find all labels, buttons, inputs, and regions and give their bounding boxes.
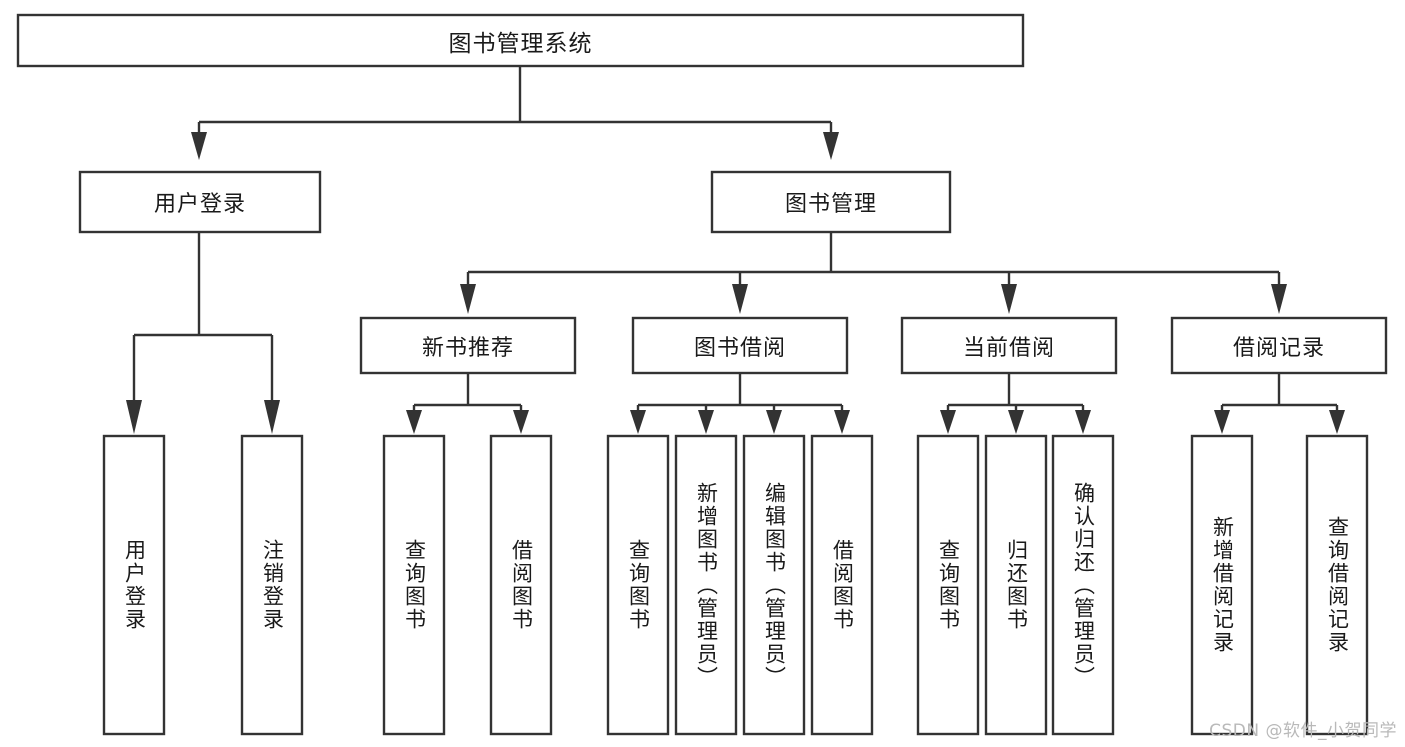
- node-box-root[interactable]: [16, 13, 1025, 68]
- arrow-head-leaf-add-record: [1214, 410, 1230, 434]
- arrow-head-leaf-query-book-3: [940, 410, 956, 434]
- arrow-head-borrow-record: [1271, 284, 1287, 314]
- edge-borrow-record-to-leaves: [1214, 373, 1345, 434]
- node-box-leaf-edit-book[interactable]: [742, 434, 806, 736]
- arrow-head-leaf-borrow-book-2: [834, 410, 850, 434]
- edge-current-borrow-to-leaves: [940, 373, 1091, 434]
- node-box-leaf-logout[interactable]: [240, 434, 304, 736]
- node-box-current-borrow[interactable]: [900, 316, 1118, 375]
- arrow-head-leaf-confirm-return: [1075, 410, 1091, 434]
- node-box-leaf-add-record[interactable]: [1190, 434, 1254, 736]
- node-box-leaf-return-book[interactable]: [984, 434, 1048, 736]
- node-box-leaf-query-book-2[interactable]: [606, 434, 670, 736]
- node-box-leaf-borrow-book-2[interactable]: [810, 434, 874, 736]
- arrow-head-leaf-add-book: [698, 410, 714, 434]
- node-box-leaf-query-book-3[interactable]: [916, 434, 980, 736]
- edge-user-login-to-leaves: [126, 232, 280, 434]
- arrow-head-leaf-return-book: [1008, 410, 1024, 434]
- edge-root-to-level2: [191, 66, 839, 160]
- node-box-leaf-confirm-return[interactable]: [1051, 434, 1115, 736]
- arrow-head-book-borrow: [732, 284, 748, 314]
- edge-new-book-rec-to-leaves: [406, 373, 529, 434]
- arrow-head-user-login: [191, 132, 207, 160]
- node-box-leaf-query-record[interactable]: [1305, 434, 1369, 736]
- node-box-leaf-query-book-1[interactable]: [382, 434, 446, 736]
- node-box-leaf-borrow-book-1[interactable]: [489, 434, 553, 736]
- node-box-user-login[interactable]: [78, 170, 322, 234]
- arrow-head-leaf-logout: [264, 400, 280, 434]
- arrow-head-leaf-borrow-book-1: [513, 410, 529, 434]
- node-box-leaf-user-login[interactable]: [102, 434, 166, 736]
- node-box-borrow-record[interactable]: [1170, 316, 1388, 375]
- node-box-leaf-add-book[interactable]: [674, 434, 738, 736]
- arrow-head-leaf-query-record: [1329, 410, 1345, 434]
- arrow-head-leaf-query-book-2: [630, 410, 646, 434]
- arrow-head-leaf-query-book-1: [406, 410, 422, 434]
- edge-book-manage-to-level3: [460, 232, 1287, 314]
- arrow-head-leaf-edit-book: [766, 410, 782, 434]
- node-box-new-book-rec[interactable]: [359, 316, 577, 375]
- edge-book-borrow-to-leaves: [630, 373, 850, 434]
- arrow-head-leaf-user-login: [126, 400, 142, 434]
- arrow-head-new-book-rec: [460, 284, 476, 314]
- node-box-book-manage[interactable]: [710, 170, 952, 234]
- node-box-book-borrow[interactable]: [631, 316, 849, 375]
- arrow-head-book-manage: [823, 132, 839, 160]
- arrow-head-current-borrow: [1001, 284, 1017, 314]
